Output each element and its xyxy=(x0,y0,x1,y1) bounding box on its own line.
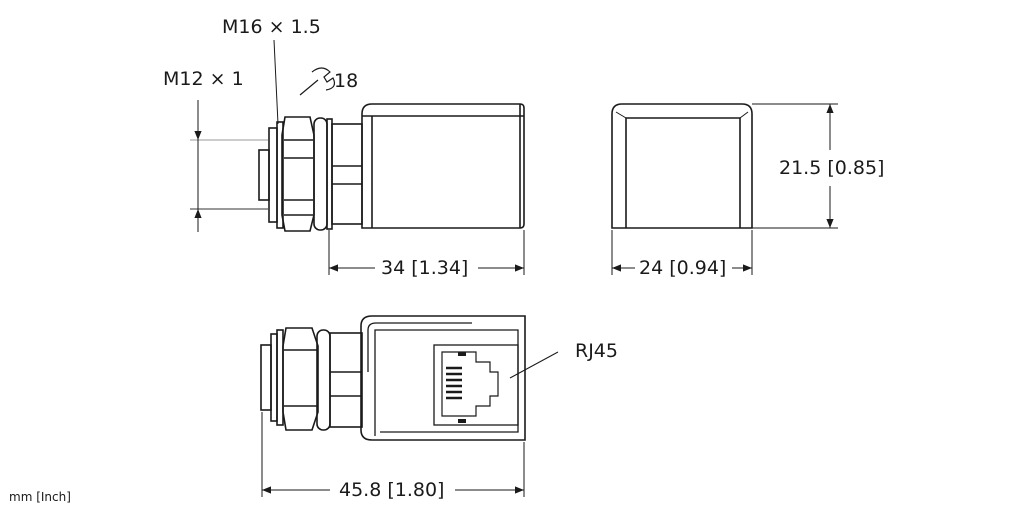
housing-bottom xyxy=(360,315,526,441)
wrench-size-label: 18 xyxy=(334,70,359,92)
length-top-dimension: 34 [1.34] xyxy=(378,257,472,279)
rj45-port xyxy=(433,344,519,426)
top-view xyxy=(190,39,525,275)
units-label: mm [Inch] xyxy=(6,490,74,504)
thread-m16-label: M16 × 1.5 xyxy=(219,16,324,38)
width-side-dimension: 24 [0.94] xyxy=(636,257,730,279)
housing-top xyxy=(361,103,525,229)
front-flange xyxy=(268,127,278,223)
rj45-contacts xyxy=(446,352,466,423)
hex-nut xyxy=(281,116,315,232)
rj45-label: RJ45 xyxy=(572,340,621,362)
wrench-icon xyxy=(299,67,336,96)
total-length-dimension: 45.8 [1.80] xyxy=(336,479,448,501)
neck xyxy=(331,123,363,225)
m12-stub xyxy=(258,149,270,201)
thread-m12-label: M12 × 1 xyxy=(160,68,247,90)
o-ring xyxy=(313,117,328,231)
bottom-view xyxy=(260,315,559,497)
height-dimension: 21.5 [0.85] xyxy=(776,157,888,179)
side-view xyxy=(611,103,838,275)
